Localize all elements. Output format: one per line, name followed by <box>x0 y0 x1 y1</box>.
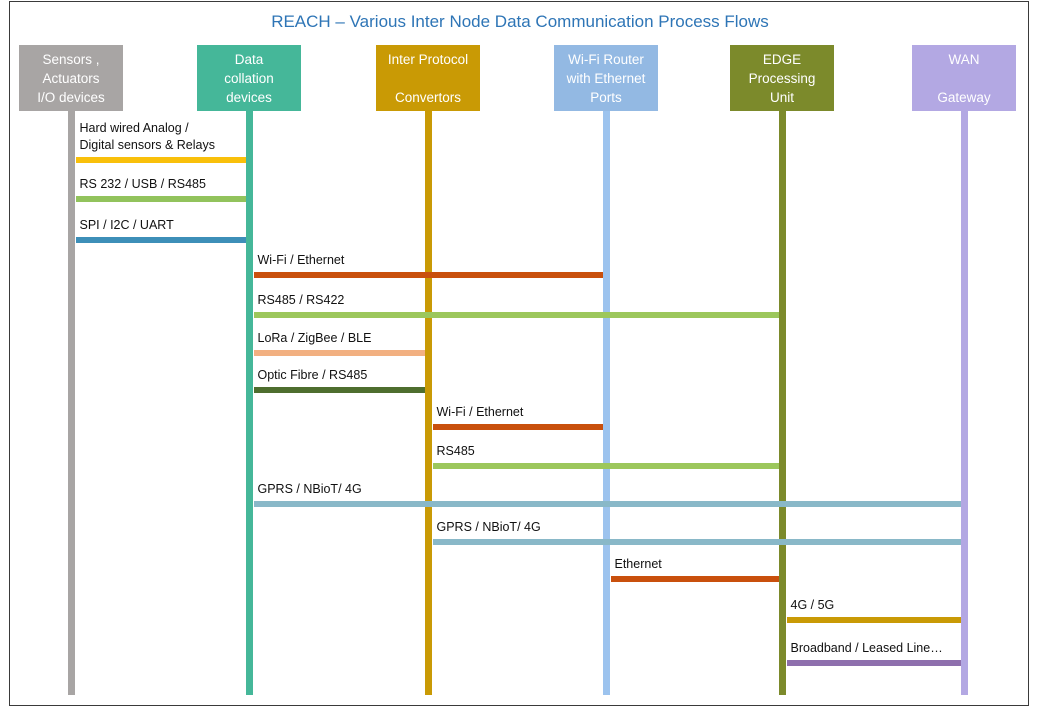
flow-label: 4G / 5G <box>791 597 835 614</box>
flow-label-line: 4G / 5G <box>790 598 835 612</box>
flow-label-line: Wi-Fi / Ethernet <box>257 253 345 267</box>
flow-connector <box>75 157 246 163</box>
node-label-line: WAN <box>948 51 980 67</box>
node-label-line: Sensors , <box>42 51 100 67</box>
flow-label-line: Ethernet <box>614 557 662 571</box>
node-label-line <box>426 69 430 88</box>
node-lifeline <box>67 111 75 695</box>
flow-label-line: RS 232 / USB / RS485 <box>79 177 206 191</box>
node-label-line: Processing <box>748 70 816 86</box>
flow-connector <box>253 350 425 356</box>
flow-connector <box>786 660 961 666</box>
node-label-line: EDGE <box>762 51 802 67</box>
flow-label: Wi-Fi / Ethernet <box>437 404 524 421</box>
flow-connector <box>610 576 779 582</box>
diagram-title: REACH – Various Inter Node Data Communic… <box>271 12 769 31</box>
node-label-line: Gateway <box>937 89 991 105</box>
flow-label: LoRa / ZigBee / BLE <box>258 330 372 347</box>
node-lifeline <box>245 111 253 695</box>
flow-label-line: Wi-Fi / Ethernet <box>436 405 524 419</box>
flow-label: GPRS / NBioT/ 4G <box>437 519 541 536</box>
flow-connector <box>432 463 779 469</box>
node-lifeline <box>424 111 432 695</box>
flow-connector <box>253 501 961 507</box>
node-label-line: Inter Protocol <box>387 51 469 67</box>
flow-label: Broadband / Leased Line… <box>791 640 943 657</box>
node-label-line: Convertors <box>394 89 462 105</box>
flow-label-line: RS485 / RS422 <box>257 293 345 307</box>
node-label-line: I/O devices <box>37 89 105 105</box>
node-label-line: devices <box>226 89 272 105</box>
node-label-line: Wi-Fi Router <box>568 51 644 67</box>
node-label-line <box>962 69 966 88</box>
node-box: Inter Protocol Convertors <box>376 45 480 111</box>
flow-label: Optic Fibre / RS485 <box>258 367 368 384</box>
node-lifeline <box>602 111 610 695</box>
node-label-line: Unit <box>769 89 794 105</box>
flow-label: GPRS / NBioT/ 4G <box>258 481 362 498</box>
flow-connector <box>432 539 961 545</box>
flow-label: Wi-Fi / Ethernet <box>258 252 345 269</box>
node-label-line: with Ethernet <box>566 70 646 86</box>
flow-label-line: Broadband / Leased Line… <box>790 641 943 655</box>
flow-connector <box>432 424 603 430</box>
flow-label-line: SPI / I2C / UART <box>79 218 174 232</box>
flow-connector <box>786 617 961 623</box>
flow-label: RS485 <box>437 443 475 460</box>
node-lifeline <box>960 111 968 695</box>
flow-connector <box>253 272 603 278</box>
node-box: Data collation devices <box>197 45 301 111</box>
flow-label-line: Digital sensors & Relays <box>79 138 215 152</box>
node-box: WAN Gateway <box>912 45 1016 111</box>
flow-label-line: Hard wired Analog / <box>79 121 189 135</box>
flow-connector <box>253 387 425 393</box>
flow-connector <box>75 237 246 243</box>
flow-connector <box>253 312 779 318</box>
flow-label: Ethernet <box>615 556 662 573</box>
flow-label: RS485 / RS422 <box>258 292 345 309</box>
flow-connector <box>75 196 246 202</box>
node-label-line: Ports <box>590 89 622 105</box>
flow-label-line: LoRa / ZigBee / BLE <box>257 331 372 345</box>
flow-label-line: RS485 <box>436 444 475 458</box>
node-lifeline <box>778 111 786 695</box>
flow-label: SPI / I2C / UART <box>80 217 174 234</box>
flow-label-line: GPRS / NBioT/ 4G <box>436 520 541 534</box>
flow-label: Hard wired Analog / Digital sensors & Rel… <box>80 120 215 154</box>
node-label-line: collation <box>224 70 274 86</box>
flow-label: RS 232 / USB / RS485 <box>80 176 206 193</box>
node-label-line: Actuators <box>42 70 100 86</box>
diagram-frame <box>9 1 1029 706</box>
node-label-line: Data <box>234 51 264 67</box>
flow-label-line: GPRS / NBioT/ 4G <box>257 482 362 496</box>
flow-label-line: Optic Fibre / RS485 <box>257 368 368 382</box>
